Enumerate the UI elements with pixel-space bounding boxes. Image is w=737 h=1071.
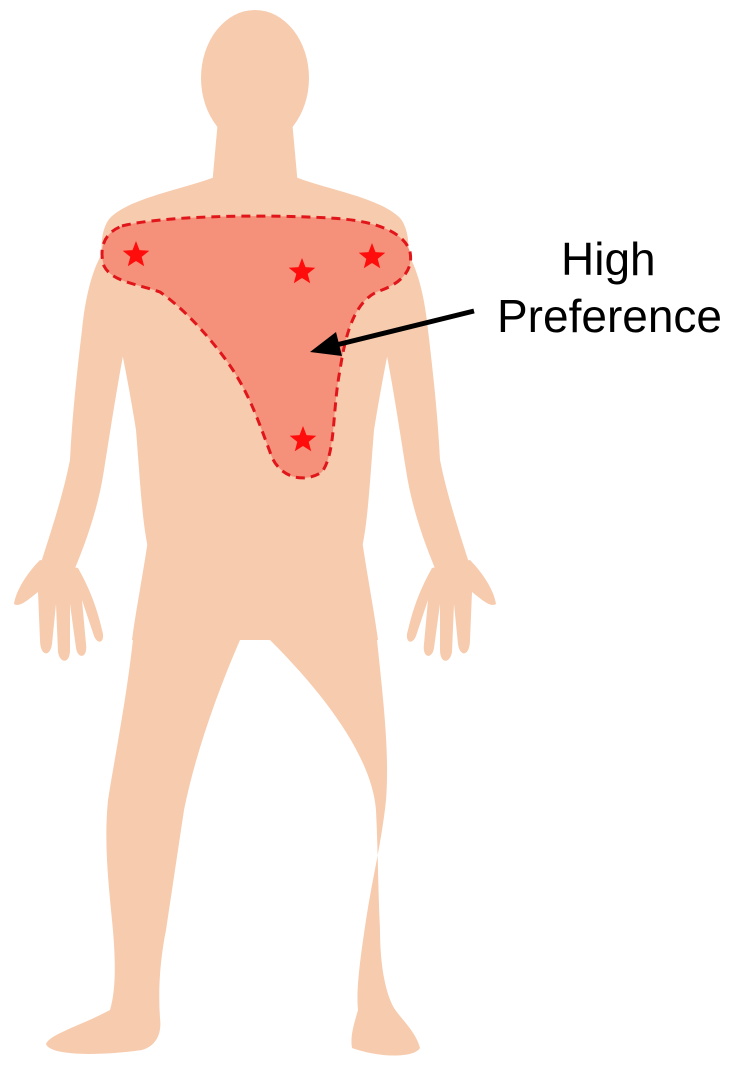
neck — [212, 120, 298, 186]
pelvis — [132, 540, 378, 640]
leg-right — [46, 630, 240, 1054]
label-preference: Preference — [497, 293, 722, 339]
label-high: High — [561, 236, 656, 282]
leg-left — [270, 630, 420, 1056]
hand-left — [407, 560, 496, 661]
hand-right — [14, 560, 103, 661]
human-silhouette — [14, 10, 496, 1056]
arm-right — [40, 236, 140, 580]
